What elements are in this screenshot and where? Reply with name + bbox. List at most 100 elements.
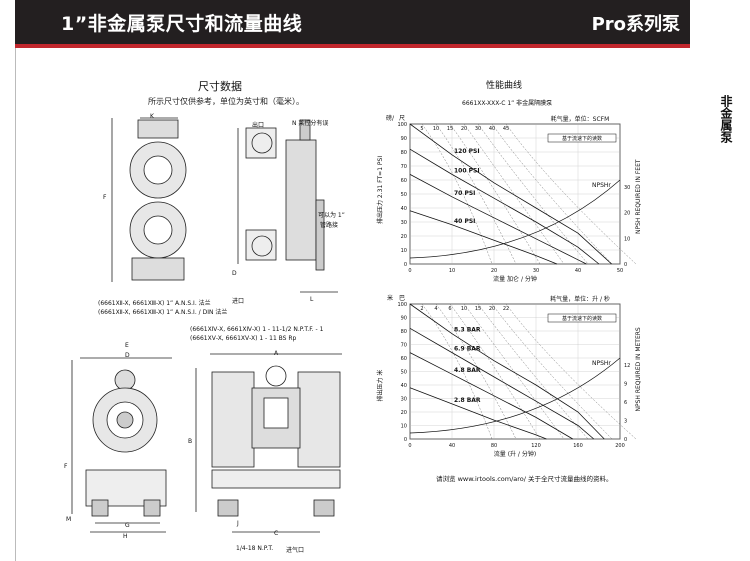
label-H: H: [123, 533, 128, 540]
y-tick-label: 100: [397, 122, 407, 128]
pressure-curve: [409, 148, 600, 265]
y-tick-label: 100: [397, 302, 407, 308]
pressure-curve: [409, 174, 587, 265]
air-tick-label: 20: [489, 306, 495, 312]
y-tick-label: 80: [401, 329, 407, 335]
header-accent-bar: [15, 44, 690, 48]
model-line-1: (6661XⅡ-X, 6661XⅢ-X) 1” A.N.S.I. 法兰: [98, 300, 211, 307]
y-tick-label: 60: [401, 356, 407, 362]
y2-tick-label: 12: [624, 363, 630, 369]
x-tick-label: 160: [573, 443, 583, 449]
air-tick-label: 30: [475, 126, 481, 132]
label-L-top: L: [310, 296, 314, 303]
x-tick-label: 20: [491, 268, 497, 274]
npsh-curve: [409, 179, 621, 259]
x-tick-label: 0: [408, 443, 411, 449]
legend-text: 基于流速下的读数: [562, 135, 602, 142]
y-tick-label: 10: [401, 248, 407, 254]
y2-tick-label: 20: [624, 211, 630, 217]
y-tick-label: 50: [401, 192, 407, 198]
label-B: B: [188, 438, 193, 445]
pressure-curve: [409, 123, 612, 265]
legend-box: [547, 313, 617, 323]
y2-tick-label: 10: [624, 236, 630, 242]
performance-title: 性能曲线: [486, 81, 523, 91]
thread-line-1: (6661XⅣ-X, 6661XⅣ-X) 1 - 11-1/2 N.P.T.F.…: [190, 326, 324, 333]
y2-tick-label: 30: [624, 185, 630, 191]
y-tick-label: 70: [401, 343, 407, 349]
x-tick-label: 120: [531, 443, 541, 449]
series-label: 6.9 BAR: [454, 346, 481, 353]
dimensions-title: 尺寸数据: [198, 80, 242, 93]
air-consumption-curve: [449, 303, 541, 440]
npsh-label: NPSHr: [592, 360, 611, 367]
y-tick-label: 80: [401, 150, 407, 156]
y2-axis-label: NPSH REQUIRED IN METERS: [635, 327, 642, 411]
y-tick-label: 60: [401, 178, 407, 184]
legend-box: [547, 133, 617, 143]
air-label: 耗气量，单位：SCFM: [551, 115, 610, 123]
y-axis-label: 排出压力 米: [376, 370, 384, 402]
npsh-curve: [409, 357, 621, 434]
y-tick-label: 90: [401, 316, 407, 322]
label-M: M: [66, 516, 72, 523]
model-line-2: (6661XⅡ-X, 6661XⅢ-X) 1” A.N.S.I. / DIN 法…: [98, 309, 228, 316]
callout-npt-inlet: 1/4-18 N.P.T.: [236, 545, 274, 552]
page-header: 1”非金属泵尺寸和流量曲线 Pro系列泵: [15, 0, 690, 44]
x-tick-label: 10: [449, 268, 455, 274]
air-consumption-curve: [491, 123, 613, 265]
x-axis-label: 流量 (升 / 分钟): [494, 450, 536, 458]
y-tick-label: 30: [401, 397, 407, 403]
x-tick-label: 0: [408, 268, 411, 274]
y-tick-label: 30: [401, 220, 407, 226]
pressure-curve: [409, 210, 558, 265]
air-tick-label: 5: [420, 126, 423, 132]
label-F: F: [64, 463, 68, 470]
series-label: 40 PSI: [454, 218, 475, 225]
y-unit-label: 磅/: [386, 114, 395, 122]
npsh-label: NPSHr: [592, 182, 611, 189]
air-tick-label: 10: [433, 126, 439, 132]
series-label: 2.8 BAR: [454, 397, 481, 404]
thread-line-2: (6661XⅤ-X, 6661XⅤ-X) 1 - 11 BS Rp: [190, 335, 297, 342]
air-label: 耗气量，单位：升 / 秒: [550, 295, 610, 303]
air-tick-label: 20: [461, 126, 467, 132]
air-consumption-curve: [463, 123, 565, 265]
air-tick-label: 15: [475, 306, 481, 312]
air-tick-label: 10: [461, 306, 467, 312]
y-unit-label-2: 巴: [399, 295, 405, 302]
air-consumption-curve: [505, 123, 637, 265]
label-G: G: [125, 522, 130, 529]
y2-axis-label: NPSH REQUIRED IN FEET: [635, 159, 642, 234]
pressure-curve: [409, 387, 547, 440]
air-consumption-curve: [491, 303, 613, 440]
air-consumption-curve: [477, 123, 589, 265]
air-tick-label: 4: [434, 306, 437, 312]
y-tick-label: 0: [404, 437, 407, 443]
series-label: 70 PSI: [454, 190, 475, 197]
y2-tick-label: 3: [624, 418, 627, 424]
callout-air-inlet: 进气口: [286, 547, 305, 554]
x-tick-label: 40: [575, 268, 581, 274]
callout-outlet-top: 出口: [252, 122, 265, 129]
y2-tick-label: 6: [624, 400, 627, 406]
y-axis-label: 排出压力 2.31 FT=1 PSI: [376, 156, 384, 224]
series-label: 8.3 BAR: [454, 327, 481, 334]
series-title: Pro系列泵: [591, 14, 680, 35]
air-consumption-curve: [449, 123, 541, 265]
air-tick-label: 22: [503, 306, 509, 312]
pressure-curve: [409, 327, 595, 440]
air-tick-label: 15: [447, 126, 453, 132]
air-consumption-curve: [435, 303, 517, 440]
label-A: A: [274, 350, 279, 357]
callout-turn2: 管路接: [320, 222, 339, 229]
y-tick-label: 50: [401, 370, 407, 376]
pressure-curve: [409, 303, 605, 440]
page-title: 1”非金属泵尺寸和流量曲线: [61, 13, 303, 35]
left-margin-rule: [15, 48, 16, 561]
x-tick-label: 40: [449, 443, 455, 449]
x-axis-label: 流量 加仑 / 分钟: [493, 275, 537, 283]
x-tick-label: 200: [615, 443, 625, 449]
y2-tick-label: 0: [624, 262, 627, 268]
